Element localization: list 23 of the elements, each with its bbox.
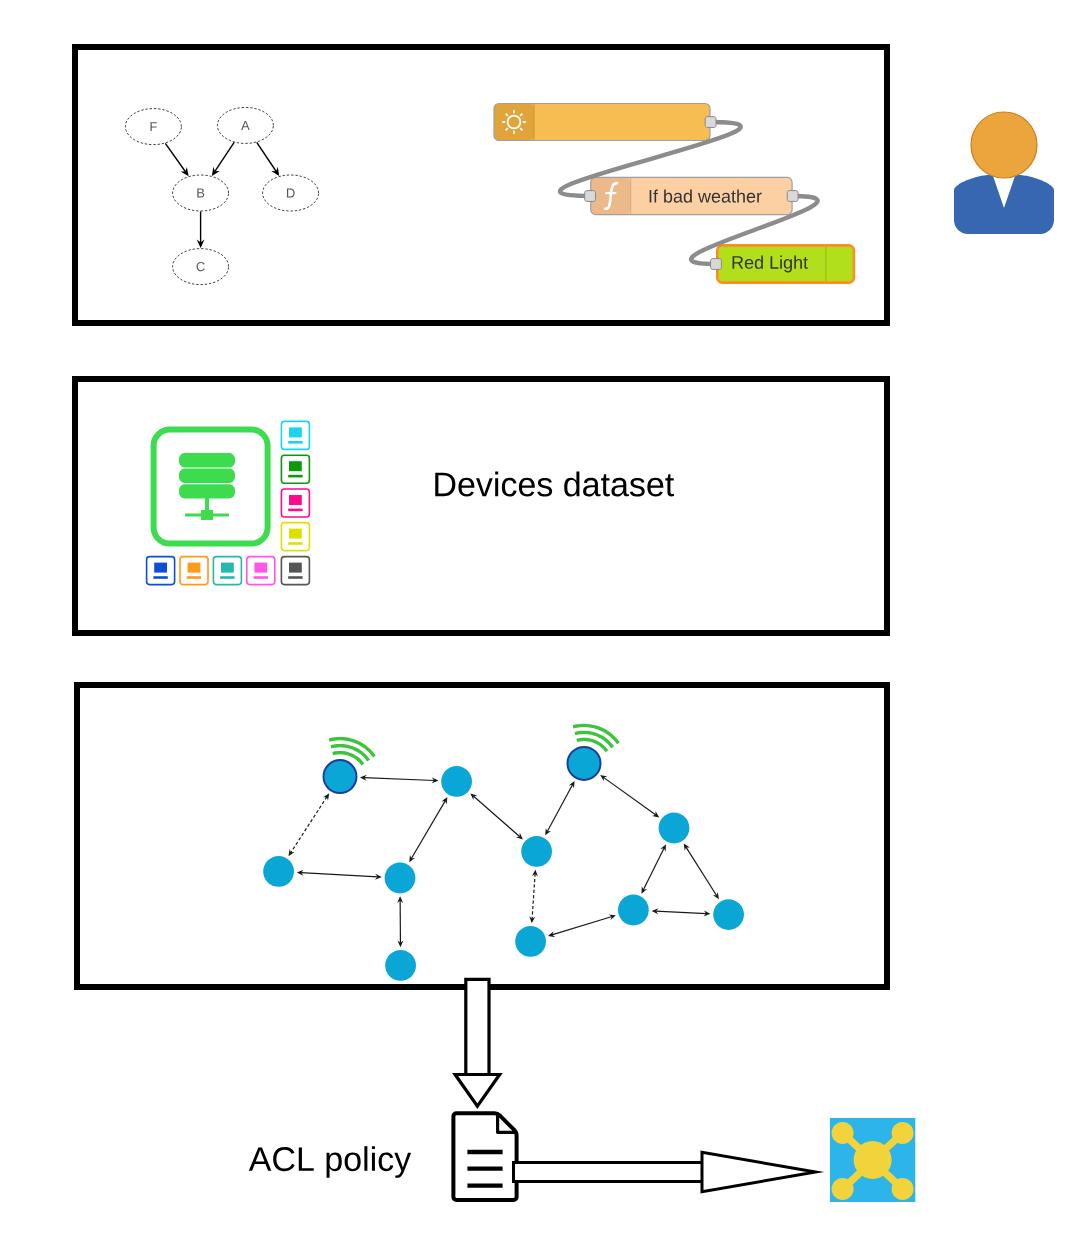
node-label: ACL policy: [248, 1146, 412, 1178]
network-node: [521, 836, 552, 867]
network-node: [566, 745, 602, 781]
flow-node: [493, 102, 711, 142]
double-arrow: [470, 793, 523, 840]
wire: [689, 193, 819, 267]
wire: [559, 119, 742, 199]
panel: [74, 682, 890, 990]
panel: Devices dataset: [72, 376, 890, 636]
hub-icon: [829, 1118, 916, 1202]
network-node: [385, 950, 416, 981]
panel: [72, 44, 890, 326]
network-node: [515, 926, 546, 957]
network-node: [322, 759, 358, 795]
network-node: [713, 899, 744, 930]
double-arrow: [548, 914, 616, 937]
flow-node: Red Light: [716, 244, 856, 284]
flow-node: If bad weather: [590, 176, 793, 216]
network-node: [263, 856, 294, 887]
network-node: [384, 862, 416, 894]
network-node: [441, 766, 472, 797]
network-node: [618, 894, 649, 926]
network-node: [658, 812, 690, 844]
